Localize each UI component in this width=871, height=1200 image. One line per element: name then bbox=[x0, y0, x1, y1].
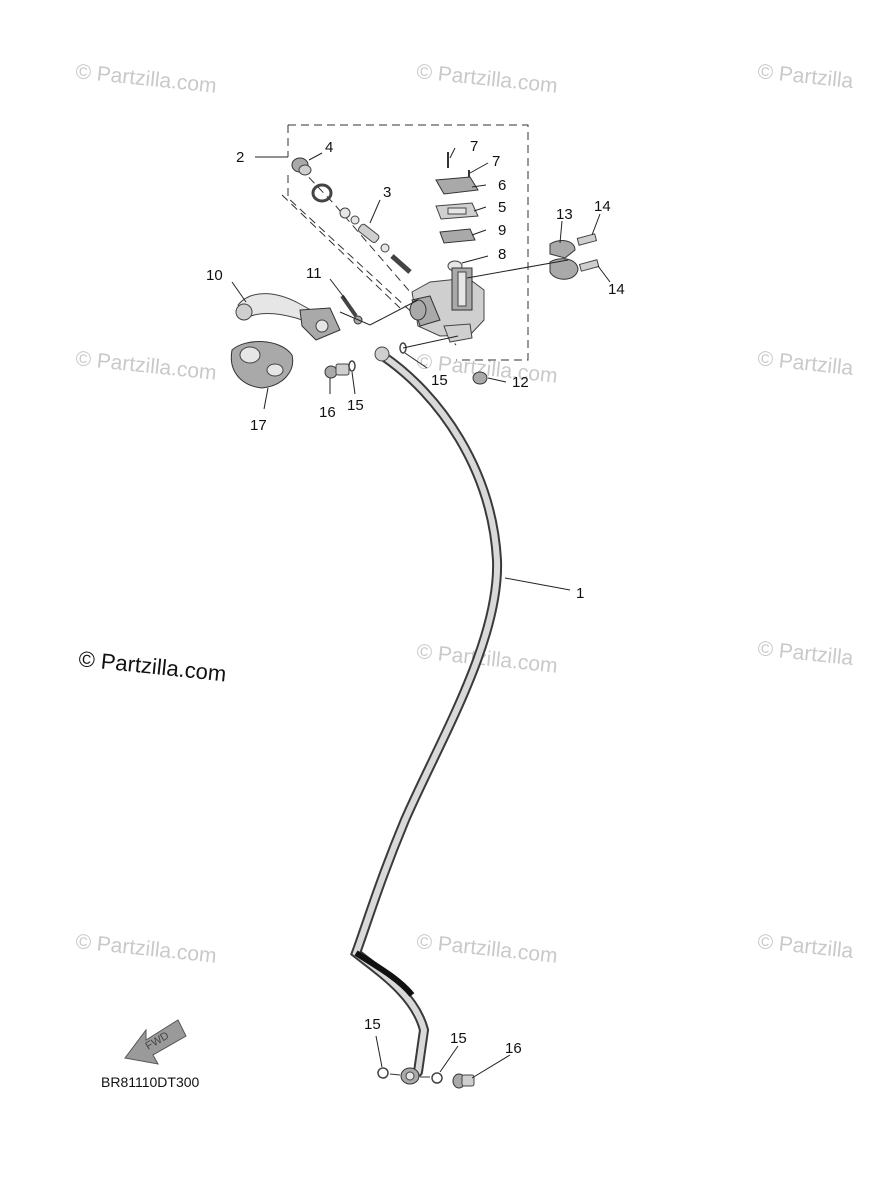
watermark: © Partzilla bbox=[756, 930, 854, 963]
callout-15c: 15 bbox=[364, 1016, 381, 1033]
callout-6: 6 bbox=[498, 177, 506, 194]
watermark-strong: © Partzilla.com bbox=[77, 646, 227, 686]
callout-14a: 14 bbox=[594, 198, 611, 215]
callout-1: 1 bbox=[576, 585, 584, 602]
brake-hose bbox=[350, 346, 503, 1085]
callout-14b: 14 bbox=[608, 281, 625, 298]
callout-17: 17 bbox=[250, 417, 267, 434]
watermark: © Partzilla bbox=[756, 60, 854, 93]
callout-8: 8 bbox=[498, 246, 506, 263]
callout-2: 2 bbox=[236, 149, 244, 166]
watermark: © Partzilla.com bbox=[74, 60, 217, 98]
callout-3: 3 bbox=[383, 184, 391, 201]
callout-11: 11 bbox=[306, 265, 322, 282]
callout-15d: 15 bbox=[450, 1030, 467, 1047]
watermark: © Partzilla.com bbox=[415, 930, 558, 968]
callout-10: 10 bbox=[206, 267, 223, 284]
callout-15a: 15 bbox=[347, 397, 364, 414]
master-cylinder-parts bbox=[230, 152, 600, 1089]
callout-7b: 7 bbox=[492, 153, 500, 170]
callout-16a: 16 bbox=[319, 404, 336, 421]
callout-5: 5 bbox=[498, 199, 506, 216]
callout-labels: 1 2 3 4 5 6 7 7 8 9 10 11 12 13 14 14 15… bbox=[206, 138, 625, 1057]
callout-12: 12 bbox=[512, 374, 529, 391]
callout-13: 13 bbox=[556, 206, 573, 223]
watermark: © Partzilla.com bbox=[74, 930, 217, 968]
callout-16b: 16 bbox=[505, 1040, 522, 1057]
callout-9: 9 bbox=[498, 222, 506, 239]
leader-lines bbox=[231, 147, 611, 1079]
watermark: © Partzilla bbox=[756, 637, 854, 670]
watermark: © Partzilla bbox=[756, 347, 854, 380]
watermark: © Partzilla.com bbox=[74, 347, 217, 385]
callout-7a: 7 bbox=[470, 138, 478, 155]
watermark: © Partzilla.com bbox=[415, 60, 558, 98]
callout-15b: 15 bbox=[431, 372, 448, 389]
fwd-arrow-icon bbox=[124, 1019, 187, 1065]
callout-4: 4 bbox=[325, 139, 333, 156]
fwd-arrow: FWD bbox=[124, 1019, 187, 1065]
watermarks: © Partzilla.com © Partzilla.com © Partzi… bbox=[74, 60, 854, 968]
diagram-code: BR81110DT300 bbox=[101, 1074, 200, 1090]
